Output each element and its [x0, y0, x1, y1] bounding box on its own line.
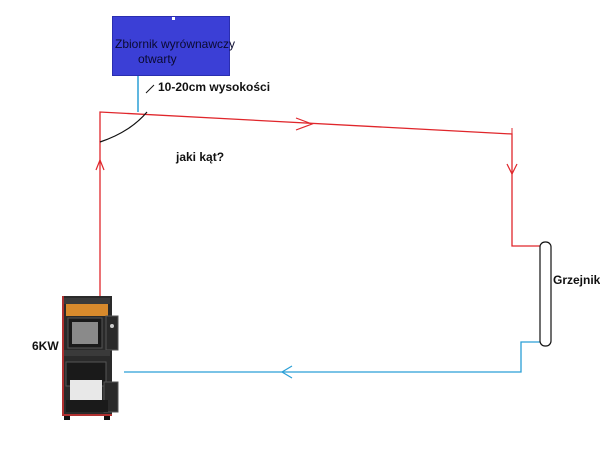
return-arrow-left	[280, 365, 293, 379]
tank-notch	[172, 17, 175, 20]
boiler	[62, 296, 119, 420]
boiler-power-label: 6KW	[32, 339, 59, 353]
angle-arc	[99, 111, 148, 143]
supply-pipe	[99, 111, 545, 300]
return-pipe	[124, 341, 545, 373]
angle-question: jaki kąt?	[176, 150, 225, 164]
expansion-tank: Zbiornik wyrównawczy otwarty	[112, 16, 235, 76]
height-note: 10-20cm wysokości	[158, 80, 271, 94]
radiator	[539, 241, 552, 347]
radiator-label: Grzejnik	[553, 273, 600, 287]
tank-label-line2: otwarty	[138, 52, 177, 66]
supply-arrow-down	[506, 163, 518, 176]
tank-label-line1: Zbiornik wyrównawczy	[114, 37, 236, 51]
supply-arrow-up	[95, 158, 105, 171]
supply-arrow-right	[295, 117, 314, 131]
height-marker	[145, 84, 155, 94]
